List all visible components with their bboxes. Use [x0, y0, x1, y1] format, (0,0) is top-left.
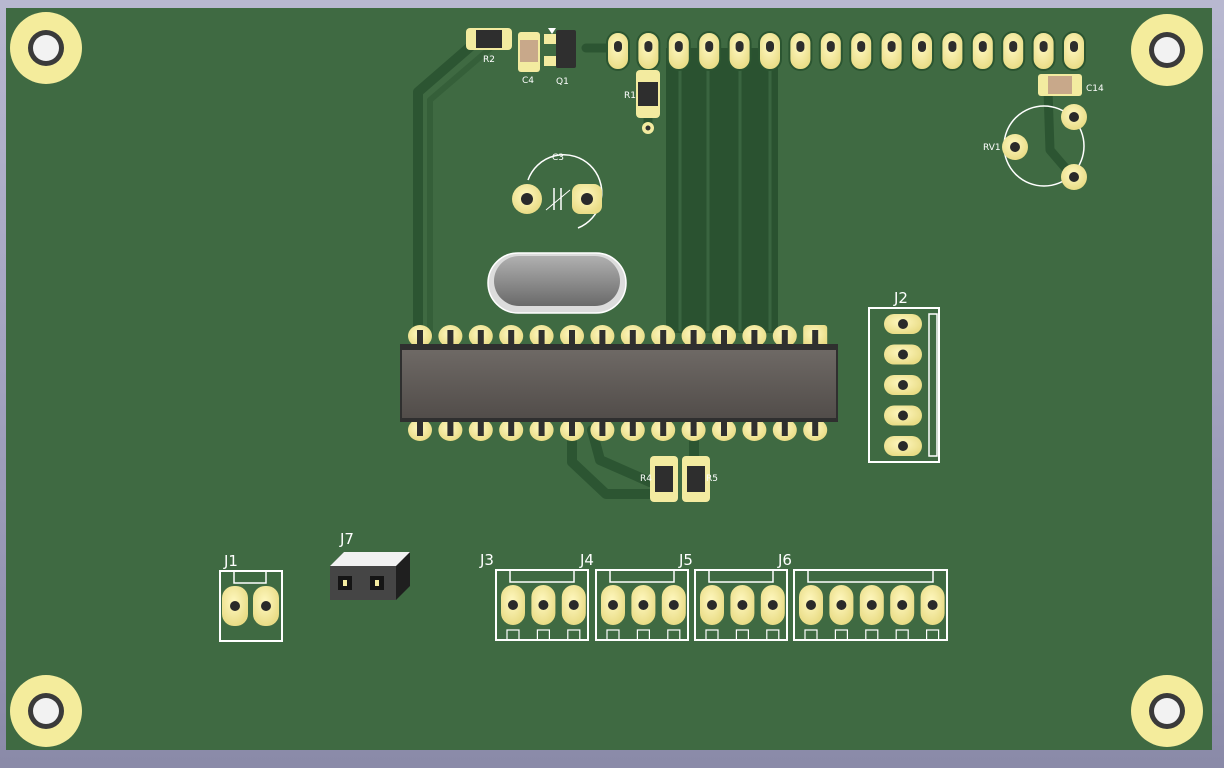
header-pin: [849, 31, 874, 71]
j2-pad: [884, 405, 922, 426]
header-pin: [910, 31, 934, 71]
ic-pin: [590, 419, 615, 441]
capacitor-c3[interactable]: C3: [512, 153, 603, 229]
ic-pin: [468, 325, 493, 347]
ic-pin: [651, 325, 676, 347]
ic-pin: [803, 325, 828, 347]
resistor-r1[interactable]: R1: [624, 70, 660, 134]
header-pin: [758, 31, 782, 71]
ic-pin: [560, 419, 584, 441]
label-j4: J4: [579, 551, 594, 569]
header-pin: [879, 31, 904, 71]
label-c4: C4: [522, 76, 534, 86]
connector-j2[interactable]: J2: [868, 289, 940, 463]
ic-pin: [499, 419, 524, 441]
header-pin: [1062, 31, 1086, 71]
ic-pin: [772, 325, 797, 347]
j2-pad: [884, 375, 922, 395]
mounting-hole-bl: [10, 675, 82, 747]
header-pin: [970, 31, 995, 71]
ic-pin: [408, 325, 432, 347]
capacitor-c14[interactable]: C14: [1038, 74, 1104, 96]
ic-pin: [408, 419, 432, 441]
crystal-oscillator[interactable]: [487, 252, 627, 314]
ic-pin: [620, 419, 645, 441]
mounting-hole-br: [1131, 675, 1203, 747]
label-r4: R4: [640, 474, 652, 484]
ic-pin: [499, 325, 524, 347]
j2-pad: [884, 314, 922, 334]
label-r5: R5: [706, 474, 718, 484]
label-j1: J1: [223, 552, 238, 570]
header-pin: [606, 31, 630, 71]
ic-pin: [590, 325, 615, 347]
mounting-hole-tr: [1131, 14, 1203, 86]
label-c14: C14: [1086, 84, 1104, 94]
ic-pins-top: [408, 325, 828, 347]
connector-j4[interactable]: J4: [579, 551, 689, 641]
label-r2: R2: [483, 55, 495, 65]
ic-pin: [438, 419, 463, 441]
ic-pins-bottom: [408, 419, 828, 441]
capacitor-c4[interactable]: C4: [518, 32, 540, 86]
header-pin: [1031, 31, 1056, 71]
resistor-r4[interactable]: R4: [640, 456, 678, 502]
header-pin: [727, 31, 752, 71]
connector-j5[interactable]: J5: [678, 551, 788, 641]
header-pin: [788, 31, 813, 71]
label-c3: C3: [552, 153, 564, 163]
connector-j6[interactable]: J6: [777, 551, 948, 641]
ic-pin: [620, 325, 645, 347]
j2-pad: [884, 344, 922, 365]
ic-pin: [681, 325, 706, 347]
ic-pin: [438, 325, 463, 347]
transistor-q1[interactable]: Q1: [544, 28, 576, 87]
ic-pin: [712, 325, 736, 347]
header-pin: [940, 31, 965, 71]
j2-pad: [884, 436, 922, 456]
pin-header-top[interactable]: [606, 31, 1086, 71]
resistor-r2[interactable]: R2: [466, 28, 512, 65]
label-j5: J5: [678, 551, 693, 569]
ic-pin: [742, 419, 767, 441]
ic-pin: [651, 419, 676, 441]
mounting-hole-tl: [10, 12, 82, 84]
ic-pin: [560, 325, 584, 347]
ic-dip28[interactable]: [400, 344, 838, 422]
header-pin: [1001, 31, 1026, 71]
label-j2: J2: [893, 289, 908, 307]
ic-pin: [529, 325, 554, 347]
header-pin: [666, 31, 691, 71]
label-j6: J6: [777, 551, 792, 569]
ic-pin: [772, 419, 797, 441]
label-j7: J7: [339, 530, 354, 548]
label-j3: J3: [479, 551, 494, 569]
header-pin: [697, 31, 722, 71]
jumper-j7[interactable]: J7: [330, 530, 410, 600]
resistor-r5[interactable]: R5: [682, 456, 718, 502]
header-pin: [818, 31, 843, 71]
connector-j1[interactable]: J1: [219, 552, 283, 642]
connector-j3[interactable]: J3: [479, 551, 589, 641]
ic-pin: [468, 419, 493, 441]
header-pin: [636, 31, 661, 71]
ic-pin: [529, 419, 554, 441]
ic-pin: [712, 419, 736, 441]
ic-pin: [803, 419, 828, 441]
ic-pin: [681, 419, 706, 441]
label-q1: Q1: [556, 77, 569, 87]
label-r1: R1: [624, 91, 636, 101]
trimmer-rv1[interactable]: RV1: [983, 104, 1087, 190]
label-rv1: RV1: [983, 143, 1001, 153]
ic-pin: [742, 325, 767, 347]
